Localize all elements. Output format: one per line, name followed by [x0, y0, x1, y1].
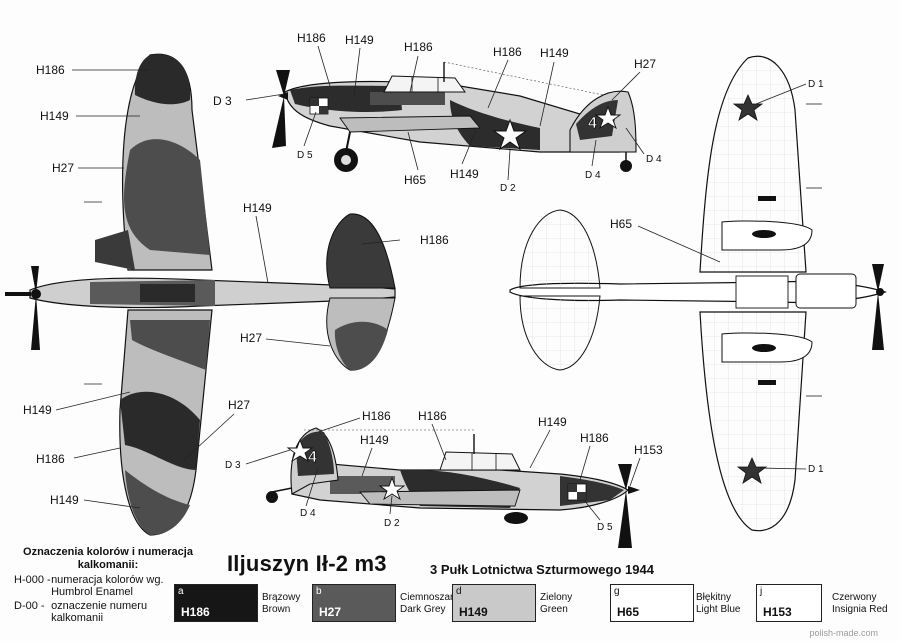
callout-label: H186 — [36, 63, 65, 77]
callout-label: H149 — [243, 201, 272, 215]
callout-label: H186 — [297, 31, 326, 45]
sheet-subtitle: 3 Pułk Lotnictwa Szturmowego 1944 — [430, 562, 654, 577]
sheet-title: Iljuszyn Ił-2 m3 — [227, 551, 387, 576]
legend-text: numeracja kolorów wg. Humbrol Enamel — [51, 574, 164, 598]
callout-label: H153 — [634, 443, 663, 457]
callout-label: H65 — [610, 217, 632, 231]
callout-label: D 4 — [300, 508, 316, 519]
color-swatch-green: d H149 — [452, 584, 536, 622]
color-swatch-brown: a H186 — [174, 584, 258, 622]
callout-label: H149 — [450, 167, 479, 181]
swatch-letter: j — [760, 586, 763, 597]
swatch-letter: g — [614, 586, 620, 597]
color-swatch-light-blue: g H65 — [610, 584, 694, 622]
callout-label: D 4 — [646, 154, 662, 165]
callout-label: D 3 — [225, 460, 241, 471]
callout-label: H149 — [23, 403, 52, 417]
color-swatch-dark-grey: b H27 — [312, 584, 396, 622]
callout-label: H186 — [362, 409, 391, 423]
side-number-upper: 4 — [588, 115, 597, 132]
callout-label: H186 — [580, 431, 609, 445]
callout-label: H27 — [228, 398, 250, 412]
callout-label: D 1 — [808, 79, 824, 90]
callout-label: D 5 — [597, 522, 613, 533]
callout-label: H186 — [493, 45, 522, 59]
callout-label: D 1 — [808, 464, 824, 475]
swatch-letter: b — [316, 586, 322, 597]
callout-label: H149 — [40, 109, 69, 123]
swatch-letter: d — [456, 586, 462, 597]
swatch-letter: a — [178, 586, 184, 597]
swatch-code: H153 — [763, 605, 792, 619]
side-upper-callouts: H186 H149 H186 H186 H149 H27 D 3 D 5 H65… — [213, 31, 662, 194]
color-name-pl: Błękitny — [696, 592, 732, 603]
callout-label: H186 — [404, 40, 433, 54]
callout-label: D 2 — [500, 183, 516, 194]
legend-text: oznaczenie numeru kalkomanii — [51, 600, 148, 624]
color-name-en: Light Blue — [696, 604, 741, 615]
color-name-dark-grey: Ciemnoszary Dark Grey — [400, 592, 458, 616]
legend-key: H-000 - — [14, 574, 51, 586]
callout-label: H149 — [538, 415, 567, 429]
callout-label: H27 — [52, 161, 74, 175]
callout-label: H149 — [50, 493, 79, 507]
color-name-insignia-red: Czerwony Insignia Red — [832, 592, 888, 616]
side-view-upper-aircraft — [272, 61, 637, 172]
color-name-en: Insignia Red — [832, 604, 888, 615]
side-view-lower-aircraft — [266, 427, 640, 548]
callout-label: D 2 — [384, 518, 400, 529]
color-name-pl: Brązowy — [262, 592, 301, 603]
color-name-pl: Zielony — [540, 592, 573, 603]
legend-row-decal: D-00 - oznaczenie numeru kalkomanii — [14, 600, 201, 624]
callout-label: H186 — [420, 233, 449, 247]
bottom-view-callouts: D 1 H65 D 1 — [610, 79, 824, 475]
swatch-code: H149 — [459, 605, 488, 619]
callout-label: H186 — [36, 452, 65, 466]
callout-label: H149 — [360, 433, 389, 447]
watermark: polish-made.com — [809, 628, 878, 638]
color-name-pl: Czerwony — [832, 592, 877, 603]
color-swatch-insignia-red: j H153 — [756, 584, 822, 622]
callout-label: H65 — [404, 173, 426, 187]
callout-label: H27 — [634, 57, 656, 71]
color-name-en: Green — [540, 604, 568, 615]
callout-label: D 4 — [585, 170, 601, 181]
color-name-en: Brown — [262, 604, 291, 615]
side-lower-callouts: H186 H186 H149 H149 H186 H153 D 3 D 4 D … — [225, 409, 663, 533]
swatch-code: H65 — [617, 605, 640, 619]
callout-label: H149 — [540, 46, 569, 60]
callout-label: D 5 — [297, 150, 313, 161]
color-name-green: Zielony Green — [540, 592, 572, 616]
swatch-code: H186 — [181, 605, 210, 619]
color-name-light-blue: Błękitny Light Blue — [696, 592, 740, 616]
legend-row-color: H-000 - numeracja kolorów wg. Humbrol En… — [14, 574, 201, 598]
legend-header: Oznaczenia kolorów i numeracja kalkomani… — [23, 546, 193, 571]
callout-label: D 3 — [213, 94, 232, 108]
top-view-aircraft — [5, 53, 396, 536]
callout-label: H149 — [345, 33, 374, 47]
color-name-pl: Ciemnoszary — [400, 592, 459, 603]
legend-key: D-00 - — [14, 600, 45, 612]
swatch-code: H27 — [319, 605, 342, 619]
side-number-lower: 4 — [308, 449, 317, 466]
callout-label: H186 — [418, 409, 447, 423]
color-name-en: Dark Grey — [400, 604, 446, 615]
bottom-view-aircraft — [509, 55, 887, 532]
top-view-callouts: H186 H149 H27 H149 H27 H149 H186 H27 H14… — [23, 63, 449, 509]
color-name-brown: Brązowy Brown — [262, 592, 300, 616]
callout-label: H27 — [240, 331, 262, 345]
